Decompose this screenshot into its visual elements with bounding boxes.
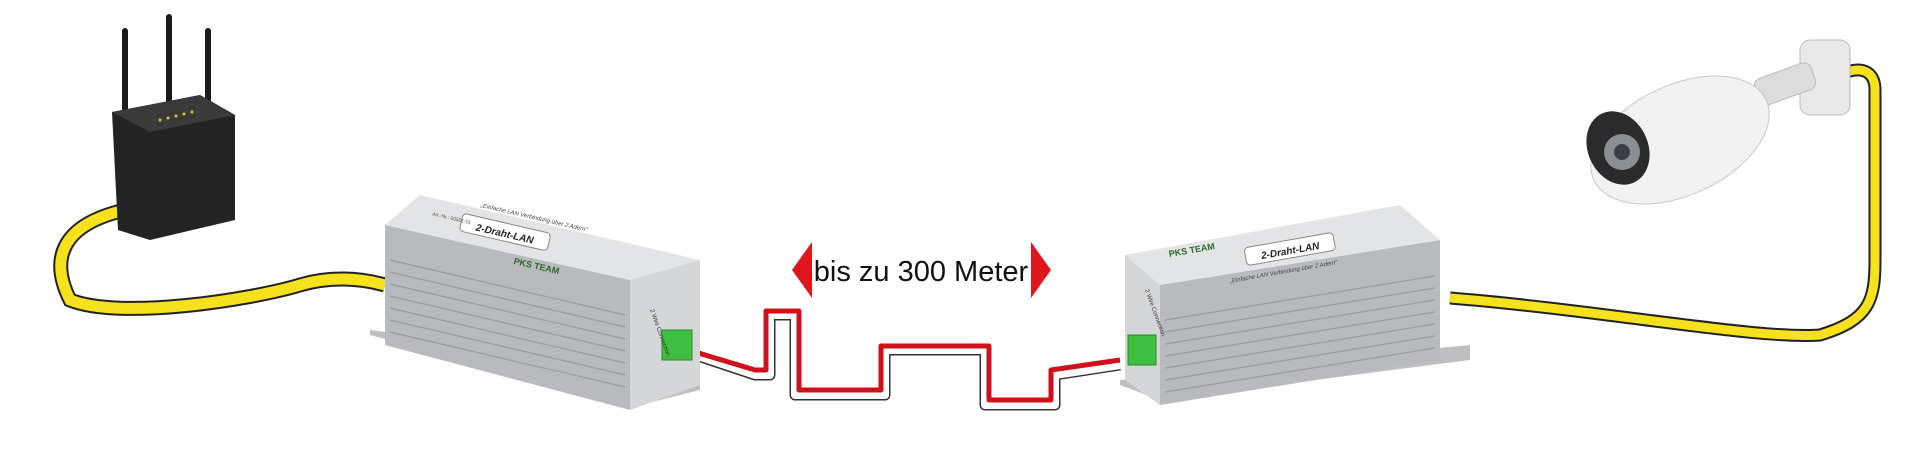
arrow-right-icon bbox=[1031, 242, 1051, 298]
terminal-block-right bbox=[1127, 334, 1157, 366]
lan-cable-left bbox=[53, 202, 388, 316]
left-adapter: 2-Draht-LAN „Einfache LAN Verbindung übe… bbox=[370, 195, 700, 410]
router bbox=[112, 14, 235, 240]
two-wire-cable bbox=[693, 308, 1121, 411]
right-adapter: 2-Draht-LAN „Einfache LAN Verbindung übe… bbox=[1120, 205, 1470, 405]
terminal-block-left bbox=[661, 329, 693, 361]
distance-label: bis zu 300 Meter bbox=[814, 256, 1029, 288]
arrow-left-icon bbox=[792, 242, 812, 298]
distance-indicator: bis zu 300 Meter bbox=[792, 242, 1051, 298]
ip-camera bbox=[1586, 39, 1851, 205]
